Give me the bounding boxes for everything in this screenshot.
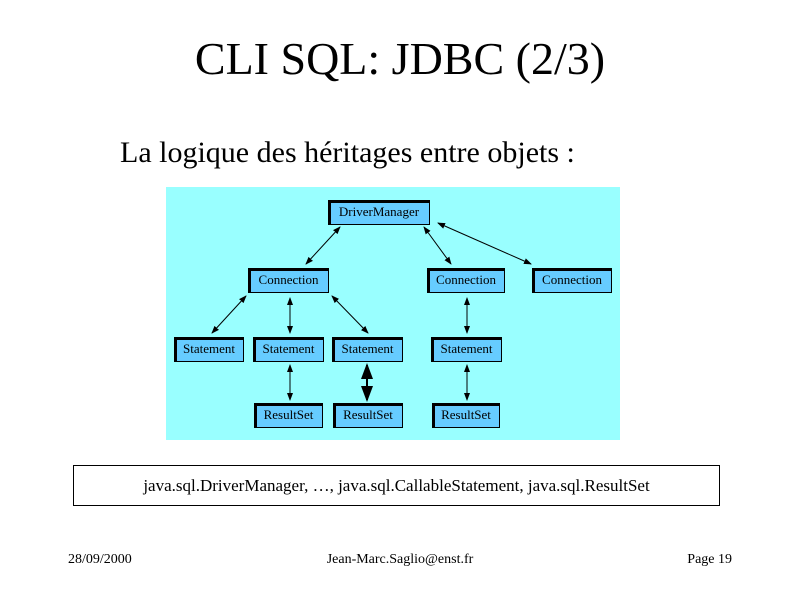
statement-box: Statement (431, 337, 502, 362)
statement-box: Statement (174, 337, 244, 362)
arrow-conn1-stmt3 (331, 295, 369, 334)
statement-box: Statement (253, 337, 324, 362)
connection-box: Connection (532, 268, 612, 293)
footer-author: Jean-Marc.Saglio@enst.fr (326, 552, 474, 567)
diagram-arrows (211, 222, 532, 402)
arrow-dm-conn1 (305, 226, 341, 265)
arrow-dm-conn2 (423, 226, 452, 265)
inheritance-diagram: DriverManager Connection Connection Conn… (166, 187, 620, 440)
statement-box: Statement (332, 337, 403, 362)
arrow-dm-conn3 (437, 222, 532, 265)
slide-title: CLI SQL: JDBC (2/3) (194, 33, 606, 84)
package-list-box: java.sql.DriverManager, …, java.sql.Call… (73, 465, 720, 506)
driver-manager-box: DriverManager (328, 200, 430, 225)
footer-page-number: Page 19 (687, 552, 732, 567)
slide-subtitle: La logique des héritages entre objets : (120, 136, 575, 169)
resultset-box: ResultSet (333, 403, 403, 428)
connection-box: Connection (248, 268, 329, 293)
connection-box: Connection (427, 268, 505, 293)
resultset-box: ResultSet (432, 403, 500, 428)
footer-date: 28/09/2000 (68, 552, 132, 567)
arrow-conn1-stmt1 (211, 295, 247, 334)
resultset-box: ResultSet (254, 403, 323, 428)
